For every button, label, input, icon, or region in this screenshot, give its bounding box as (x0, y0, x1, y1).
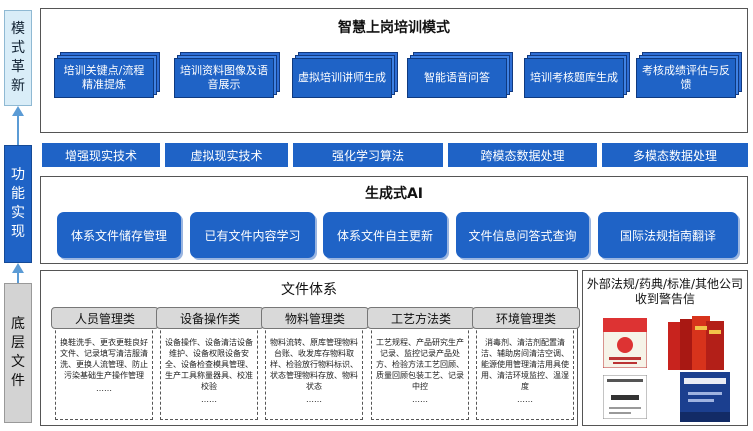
regulation-guide-book-icon (680, 372, 730, 422)
category-more: …… (517, 395, 533, 404)
category-environment: 环境管理类 消毒剂、清洁剂配置清洁、辅助房间清洁空调、能源使用管理清洁用具使用、… (472, 307, 580, 420)
category-process: 工艺方法类 工艺规程、产品研究生产记录、监控记录产品处方、检验方法工艺回顾、质量… (367, 307, 475, 420)
external-title: 外部法规/药典/标准/其他公司收到警告信 (586, 277, 744, 306)
category-equipment: 设备操作类 设备操作、设备清洁设备维护、设备权限设备安全、设备检查模具管理、生产… (156, 307, 264, 420)
category-title: 工艺方法类 (367, 307, 475, 329)
ai-function-button: 文件信息问答式查询 (456, 212, 589, 258)
training-card: 智能语音问答 (407, 52, 515, 102)
ai-function-button: 国际法规指南翻译 (598, 212, 738, 258)
smart-training-title: 智慧上岗培训模式 (338, 20, 450, 36)
category-text: 换鞋洗手、更衣更鞋良好文件、记录填写清洁服清洗、更换人流管理、防止污染基础生产操… (60, 338, 148, 380)
training-card: 培训关键点/流程精准提炼 (54, 52, 162, 102)
generative-ai-title: 生成式AI (364, 186, 424, 202)
ai-function-button: 已有文件内容学习 (190, 212, 315, 258)
tech-bar-item: 虚拟现实技术 (165, 143, 288, 167)
category-text: 物料流转、原库管理物料台账、收发库存物料取样、检验放行物料标识、状态管理物料存放… (270, 338, 358, 391)
category-title: 物料管理类 (261, 307, 369, 329)
mode-innovation-label: 模式革新 (4, 10, 32, 106)
arrow-up-icon (12, 263, 24, 273)
category-more: …… (412, 395, 428, 404)
category-more: …… (201, 395, 217, 404)
tech-bar-item: 多模态数据处理 (602, 143, 748, 167)
arrow-line (17, 272, 19, 283)
category-text: 工艺规程、产品研究生产记录、监控记录产品处方、检验方法工艺回顾、质量回顾包装工艺… (376, 338, 464, 391)
category-text: 消毒剂、清洁剂配置清洁、辅助房间清洁空调、能源使用管理清洁用具使用、清洁环境监控… (481, 338, 569, 391)
pharmacopoeia-volumes-icon (668, 316, 724, 370)
category-material: 物料管理类 物料流转、原库管理物料台账、收发库存物料取样、检验放行物料标识、状态… (261, 307, 369, 420)
ai-function-button: 体系文件自主更新 (323, 212, 447, 258)
category-more: …… (96, 384, 112, 393)
pharmacopoeia-book-icon (603, 318, 647, 368)
ai-function-button: 体系文件储存管理 (57, 212, 181, 258)
category-text: 设备操作、设备清洁设备维护、设备权限设备安全、设备检查模具管理、生产工具称量器具… (165, 338, 253, 391)
training-card: 虚拟培训讲师生成 (292, 52, 400, 102)
tech-bar-item: 跨模态数据处理 (448, 143, 597, 167)
file-system-title: 文件体系 (281, 282, 337, 298)
national-standard-doc-icon (603, 375, 647, 419)
category-title: 人员管理类 (51, 307, 159, 329)
tech-bar-item: 增强现实技术 (42, 143, 160, 167)
category-personnel: 人员管理类 换鞋洗手、更衣更鞋良好文件、记录填写清洁服清洗、更换人流管理、防止污… (51, 307, 159, 420)
base-files-label: 底层文件 (4, 283, 32, 423)
training-card: 考核成绩评估与反馈 (636, 52, 744, 102)
function-implementation-label: 功能实现 (4, 145, 32, 263)
training-card: 培训考核题库生成 (524, 52, 632, 102)
category-title: 设备操作类 (156, 307, 264, 329)
arrow-up-icon (12, 106, 24, 116)
tech-bar-item: 强化学习算法 (293, 143, 443, 167)
category-title: 环境管理类 (472, 307, 580, 329)
arrow-line (17, 115, 19, 145)
category-more: …… (306, 395, 322, 404)
training-card: 培训资料图像及语音展示 (174, 52, 282, 102)
